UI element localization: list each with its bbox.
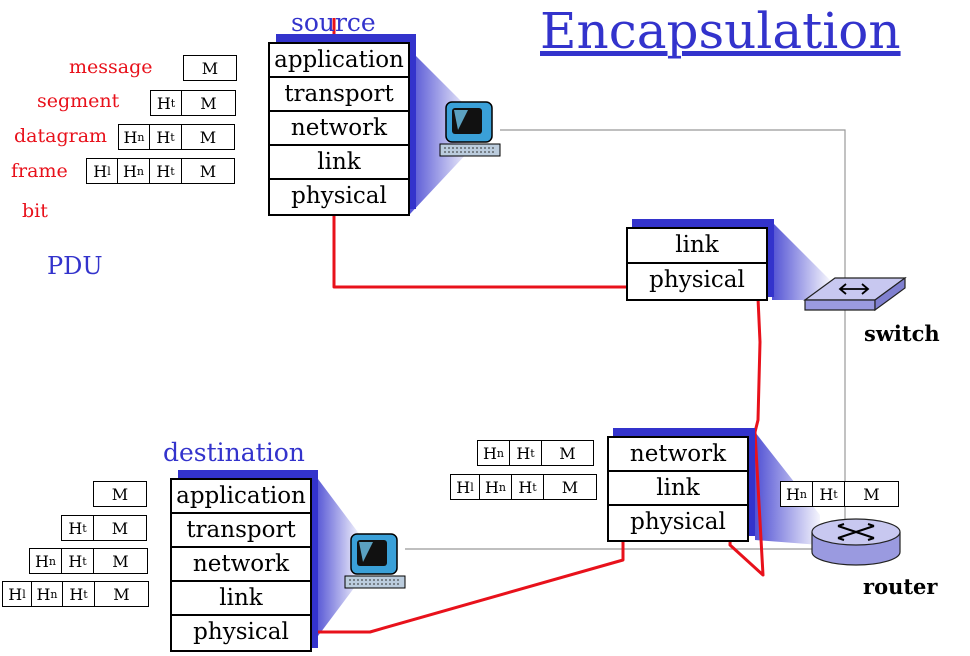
switch-layer-link: link xyxy=(628,229,766,264)
switch-stack-layers: link physical xyxy=(626,227,768,301)
payload-cell: M xyxy=(181,90,236,116)
switch-layer-physical: physical xyxy=(649,267,745,293)
payload-cell: M xyxy=(94,581,149,607)
link-source-switch xyxy=(500,129,846,285)
source-label: source xyxy=(291,8,376,37)
payload-cell: M xyxy=(543,474,597,500)
destination-layer-link: link xyxy=(172,582,310,616)
source-pdu-message: M xyxy=(183,55,237,81)
switch-beam xyxy=(772,222,830,300)
source-layer-transport: transport xyxy=(270,78,408,112)
pdu-name-datagram: datagram xyxy=(14,125,108,147)
destination-layer-transport: transport xyxy=(172,514,310,548)
destination-layer-application: application xyxy=(172,480,310,514)
payload-cell: M xyxy=(93,515,147,541)
switch-icon xyxy=(803,276,907,312)
payload-cell: M xyxy=(93,481,147,507)
router-layer-network: network xyxy=(609,438,747,472)
destination-stack-layers: application transport network link physi… xyxy=(170,478,312,652)
router-icon xyxy=(811,518,901,566)
payload-cell: M xyxy=(181,124,235,150)
source-stack-layers: application transport network link physi… xyxy=(268,42,410,216)
source-layer-network: network xyxy=(270,112,408,146)
source-beam xyxy=(410,50,470,214)
pdu-label: PDU xyxy=(47,252,103,280)
source-layer-link: link xyxy=(270,146,408,180)
payload-cell: M xyxy=(844,481,899,507)
source-computer-icon xyxy=(439,101,501,157)
destination-computer-icon xyxy=(344,533,406,589)
source-layer-application: application xyxy=(270,44,408,78)
page-title: Encapsulation xyxy=(540,2,901,60)
router-label: router xyxy=(863,574,938,599)
router-layer-physical: physical xyxy=(630,509,726,535)
destination-layer-physical: physical xyxy=(193,619,289,645)
pdu-name-segment: segment xyxy=(37,90,120,112)
destination-beam xyxy=(315,475,360,640)
pdu-name-frame: frame xyxy=(11,160,68,182)
pdu-name-bit: bit xyxy=(22,200,48,222)
pdu-name-message: message xyxy=(69,56,153,78)
destination-label: destination xyxy=(163,438,305,467)
destination-pdu-message: M xyxy=(93,481,147,507)
payload-cell: M xyxy=(541,440,594,466)
router-stack-layers: network link physical xyxy=(607,436,749,542)
router-layer-link: link xyxy=(609,472,747,506)
switch-label: switch xyxy=(864,321,940,346)
source-layer-physical: physical xyxy=(291,183,387,209)
payload-cell: M xyxy=(183,55,237,81)
payload-cell: M xyxy=(93,548,148,574)
destination-layer-network: network xyxy=(172,548,310,582)
payload-cell: M xyxy=(181,158,235,184)
